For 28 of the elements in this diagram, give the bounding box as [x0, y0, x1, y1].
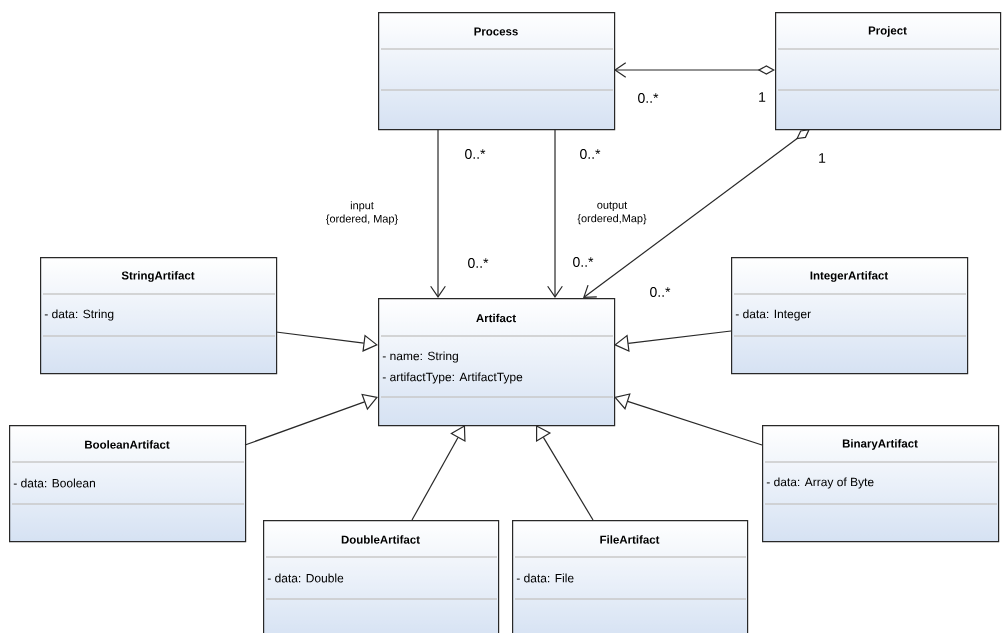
generalization-arrow [244, 393, 378, 446]
association-arrow [547, 128, 563, 298]
multiplicity-label: 0..* [573, 257, 594, 267]
multiplicity-label: 0..* [638, 93, 659, 103]
aggregation-arrow [614, 62, 775, 78]
aggregation-arrow [583, 129, 810, 298]
class-box: DoubleArtifact - data: Double [263, 520, 500, 633]
edge-label: input {ordered, Map} [318, 199, 406, 227]
class-box: Artifact - name: String - artifactType: ArtifactType [378, 298, 616, 427]
generalization-arrow [275, 331, 378, 352]
multiplicity-label: 0..* [580, 149, 601, 159]
class-box: Project [775, 12, 1002, 131]
multiplicity-label: 1 [819, 153, 826, 163]
class-box: IntegerArtifact - data: Integer [731, 257, 969, 375]
class-box: Process [378, 12, 616, 131]
class-box: FileArtifact - data: File [512, 520, 749, 633]
class-box: BinaryArtifact - data: Array of Byte [762, 425, 1000, 543]
edge-label: output {ordered,Map} [568, 200, 656, 226]
generalization-arrow [411, 425, 466, 521]
multiplicity-label: 0..* [650, 287, 671, 297]
association-arrow [430, 128, 446, 298]
class-box: StringArtifact - data: String [40, 257, 278, 375]
multiplicity-label: 0..* [465, 149, 486, 159]
multiplicity-label: 0..* [468, 258, 489, 268]
generalization-arrow [614, 393, 763, 446]
generalization-arrow [536, 425, 594, 521]
class-box: BooleanArtifact - data: Boolean [9, 425, 247, 543]
generalization-arrow [614, 330, 732, 352]
